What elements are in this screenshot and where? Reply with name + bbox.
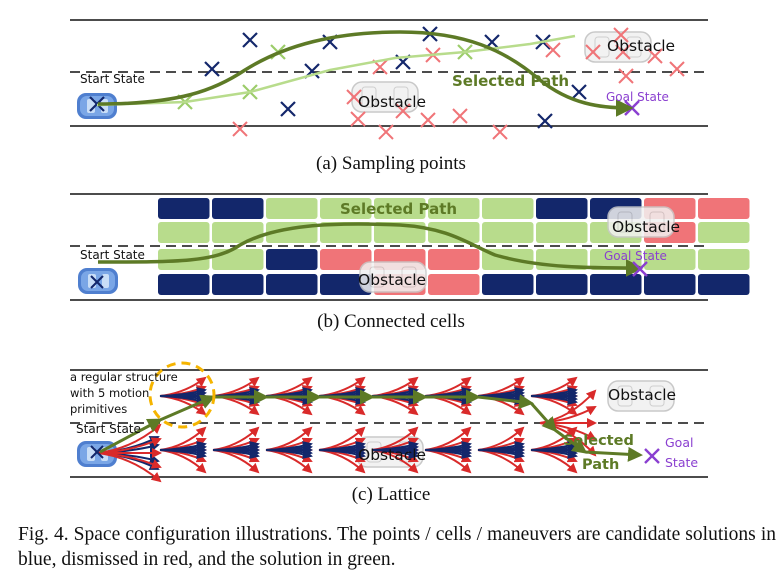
dismissed-point bbox=[618, 68, 634, 84]
panel-b: Start State Obstacle Obstacle Selected P… bbox=[70, 193, 750, 332]
subcaption-a: (a) Sampling points bbox=[316, 153, 466, 174]
candidate-cell bbox=[644, 274, 696, 295]
candidate-point bbox=[280, 101, 296, 117]
solution-cell bbox=[428, 222, 480, 243]
subcaption-b: (b) Connected cells bbox=[317, 311, 465, 332]
goal-state-label: Goal State bbox=[604, 249, 667, 263]
obstacle-label: Obstacle bbox=[358, 271, 426, 289]
highlight-circle bbox=[148, 361, 216, 429]
candidate-maneuver bbox=[265, 441, 313, 459]
selected-path-label: Selected Path bbox=[340, 200, 457, 218]
solution-cell bbox=[266, 198, 318, 219]
candidate-maneuver bbox=[159, 387, 207, 405]
lattice-maneuvers bbox=[90, 275, 660, 483]
candidate-cell bbox=[158, 198, 210, 219]
dismissed-point bbox=[350, 111, 366, 127]
dismissed-point bbox=[545, 42, 561, 58]
candidate-cell bbox=[212, 274, 264, 295]
candidate-cell bbox=[698, 274, 750, 295]
goal-state-label: Goal State bbox=[665, 435, 698, 470]
solution-cell bbox=[212, 249, 264, 270]
dismissed-point bbox=[613, 27, 629, 43]
dismissed-point bbox=[346, 89, 362, 105]
candidate-maneuver bbox=[371, 441, 419, 459]
obstacle-label: Obstacle bbox=[607, 37, 675, 55]
dismissed-cell bbox=[428, 274, 480, 295]
goal-marker-icon bbox=[644, 448, 660, 464]
selected-path-label: Selected Path bbox=[563, 433, 639, 473]
solution-cell bbox=[158, 222, 210, 243]
candidate-cell bbox=[320, 274, 372, 295]
candidate-maneuver bbox=[212, 441, 260, 459]
dismissed-cell bbox=[698, 198, 750, 219]
subcaption-c: (c) Lattice bbox=[352, 484, 431, 505]
dismissed-point bbox=[669, 61, 685, 77]
start-state-label: Start State bbox=[80, 72, 145, 86]
candidate-cell bbox=[590, 274, 642, 295]
candidate-maneuver bbox=[530, 387, 578, 405]
candidate-cell bbox=[536, 274, 588, 295]
candidate-maneuver bbox=[477, 441, 525, 459]
start-marker bbox=[90, 275, 104, 289]
selected-path bbox=[97, 222, 644, 277]
solution-cell bbox=[212, 222, 264, 243]
obstacle-label: Obstacle bbox=[358, 446, 426, 464]
goal-state-label: Goal State bbox=[606, 90, 669, 104]
solution-cell bbox=[698, 249, 750, 270]
dismissed-point bbox=[615, 44, 631, 60]
solution-cell bbox=[482, 222, 534, 243]
obstacle-label: Obstacle bbox=[612, 218, 680, 236]
dismissed-point bbox=[378, 124, 394, 140]
lattice-note: a regular structure with 5 motion primit… bbox=[70, 370, 181, 416]
solution-cell bbox=[644, 249, 696, 270]
dismissed-point bbox=[395, 103, 411, 119]
dismissed-point bbox=[492, 124, 508, 140]
figure-4: Start State Obstacle Obstacle Selected P… bbox=[70, 19, 750, 505]
dismissed-cell bbox=[428, 249, 480, 270]
panel-c: a regular structure with 5 motion primit… bbox=[70, 275, 708, 505]
car-icon bbox=[77, 93, 117, 119]
candidate-path bbox=[96, 34, 576, 107]
obstacle-label: Obstacle bbox=[608, 386, 676, 404]
candidate-point bbox=[204, 61, 220, 77]
candidate-maneuver bbox=[424, 441, 472, 459]
solution-cell bbox=[482, 198, 534, 219]
candidate-cell bbox=[266, 249, 318, 270]
solution-cell bbox=[374, 198, 426, 219]
candidate-point bbox=[571, 84, 587, 100]
dismissed-point bbox=[232, 121, 248, 137]
candidate-cell bbox=[158, 274, 210, 295]
dismissed-point bbox=[647, 48, 663, 64]
solution-cell bbox=[698, 222, 750, 243]
start-state-label: Start State bbox=[76, 422, 141, 436]
candidate-cell bbox=[266, 274, 318, 295]
obstacle-label: Obstacle bbox=[358, 93, 426, 111]
panel-a: Start State Obstacle Obstacle Selected P… bbox=[70, 19, 708, 174]
start-state-label: Start State bbox=[80, 248, 145, 262]
start-marker bbox=[90, 445, 104, 459]
dismissed-cell bbox=[320, 249, 372, 270]
selected-path-label: Selected Path bbox=[452, 72, 569, 90]
selected-path bbox=[97, 30, 634, 117]
dismissed-point bbox=[452, 108, 468, 124]
candidate-point bbox=[242, 32, 258, 48]
dismissed-point bbox=[585, 44, 601, 60]
solution-cell bbox=[536, 222, 588, 243]
solution-cell bbox=[320, 198, 372, 219]
solution-cell bbox=[428, 198, 480, 219]
candidate-cell bbox=[212, 198, 264, 219]
cell-grid bbox=[158, 198, 750, 295]
candidate-cell bbox=[482, 274, 534, 295]
candidate-cell bbox=[536, 198, 588, 219]
candidate-maneuver bbox=[318, 441, 366, 459]
solution-cell bbox=[320, 222, 372, 243]
dismissed-point bbox=[420, 112, 436, 128]
goal-marker-icon bbox=[632, 261, 648, 277]
sampling-points bbox=[89, 26, 685, 140]
figure-caption: Fig. 4. Space configuration illustration… bbox=[18, 524, 776, 570]
solution-maneuver bbox=[99, 389, 643, 462]
candidate-point bbox=[537, 113, 553, 129]
candidate-maneuver bbox=[159, 441, 207, 459]
